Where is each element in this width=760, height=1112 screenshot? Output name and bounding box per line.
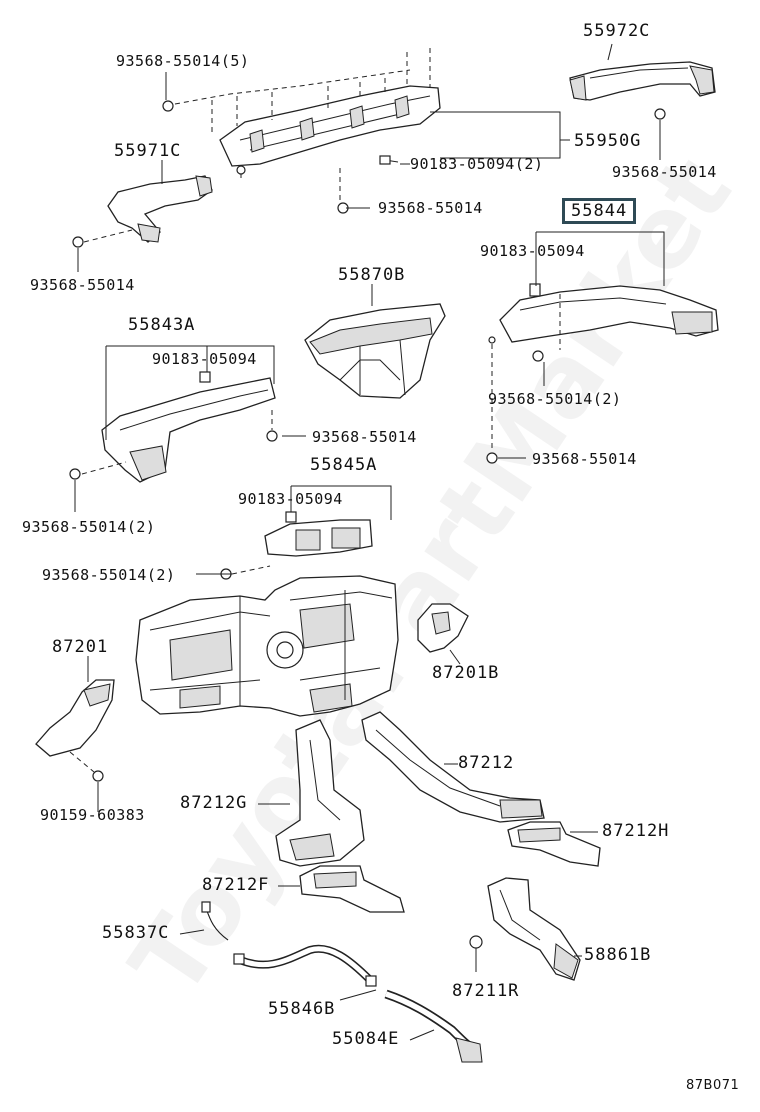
clip-87211r (469, 935, 483, 972)
label-93568-55014-2-right: 93568-55014(2) (488, 390, 622, 408)
label-93568-55014-center-top: 93568-55014 (378, 199, 483, 217)
label-55084e: 55084E (332, 1029, 400, 1049)
label-87212h: 87212H (602, 821, 670, 841)
panel-55950g (174, 48, 570, 200)
label-93568-55014-2-center: 93568-55014(2) (42, 566, 176, 584)
duct-87212 (361, 711, 545, 823)
label-55837c: 55837C (102, 923, 170, 943)
label-87212f: 87212F (202, 875, 270, 895)
label-93568-55014-right-top: 93568-55014 (612, 163, 717, 181)
hose-55084e (384, 989, 483, 1063)
label-55843a: 55843A (128, 315, 196, 335)
label-93568-55014-5: 93568-55014(5) (116, 52, 250, 70)
duct-87212f (299, 865, 405, 913)
label-90183-05094-2-top: 90183-05094(2) (410, 155, 544, 173)
label-58861b: 58861B (584, 945, 652, 965)
label-55845a: 55845A (310, 455, 378, 475)
duct-87201 (35, 679, 115, 812)
label-87212g: 87212G (180, 793, 248, 813)
label-93568-55014-left-top: 93568-55014 (30, 276, 135, 294)
label-93568-55014-mid-left: 93568-55014 (312, 428, 417, 446)
hvac-unit (135, 575, 399, 717)
duct-55843a (69, 345, 278, 512)
leader-lines (87, 43, 613, 1041)
duct-87212g (275, 719, 365, 867)
label-87211r: 87211R (452, 981, 520, 1001)
duct-55972c (569, 61, 716, 101)
hose-55846b (233, 944, 377, 987)
figure-code: 87B071 (686, 1078, 740, 1093)
label-55971c: 55971C (114, 141, 182, 161)
duct-87212h (507, 821, 601, 867)
label-90183-05094-center: 90183-05094 (238, 490, 343, 508)
label-87212: 87212 (458, 753, 515, 773)
label-93568-55014-mid-right: 93568-55014 (532, 450, 637, 468)
label-93568-55014-2-left: 93568-55014(2) (22, 518, 156, 536)
fasteners-top (162, 100, 666, 214)
label-90183-05094-right: 90183-05094 (480, 242, 585, 260)
duct-58861b (487, 877, 581, 981)
bracket-87201b (417, 603, 469, 653)
label-55846b: 55846B (268, 999, 336, 1019)
duct-55870b (304, 303, 446, 399)
duct-55844 (486, 231, 719, 464)
label-55972c: 55972C (583, 21, 651, 41)
label-87201: 87201 (52, 637, 109, 657)
hose-55837c (201, 901, 229, 941)
duct-55971c (72, 175, 213, 272)
label-90183-05094-left: 90183-05094 (152, 350, 257, 368)
label-55950g: 55950G (574, 131, 642, 151)
label-87201b: 87201B (432, 663, 500, 683)
label-90159-60383: 90159-60383 (40, 806, 145, 824)
label-55844-highlighted: 55844 (562, 198, 637, 224)
label-55870b: 55870B (338, 265, 406, 285)
